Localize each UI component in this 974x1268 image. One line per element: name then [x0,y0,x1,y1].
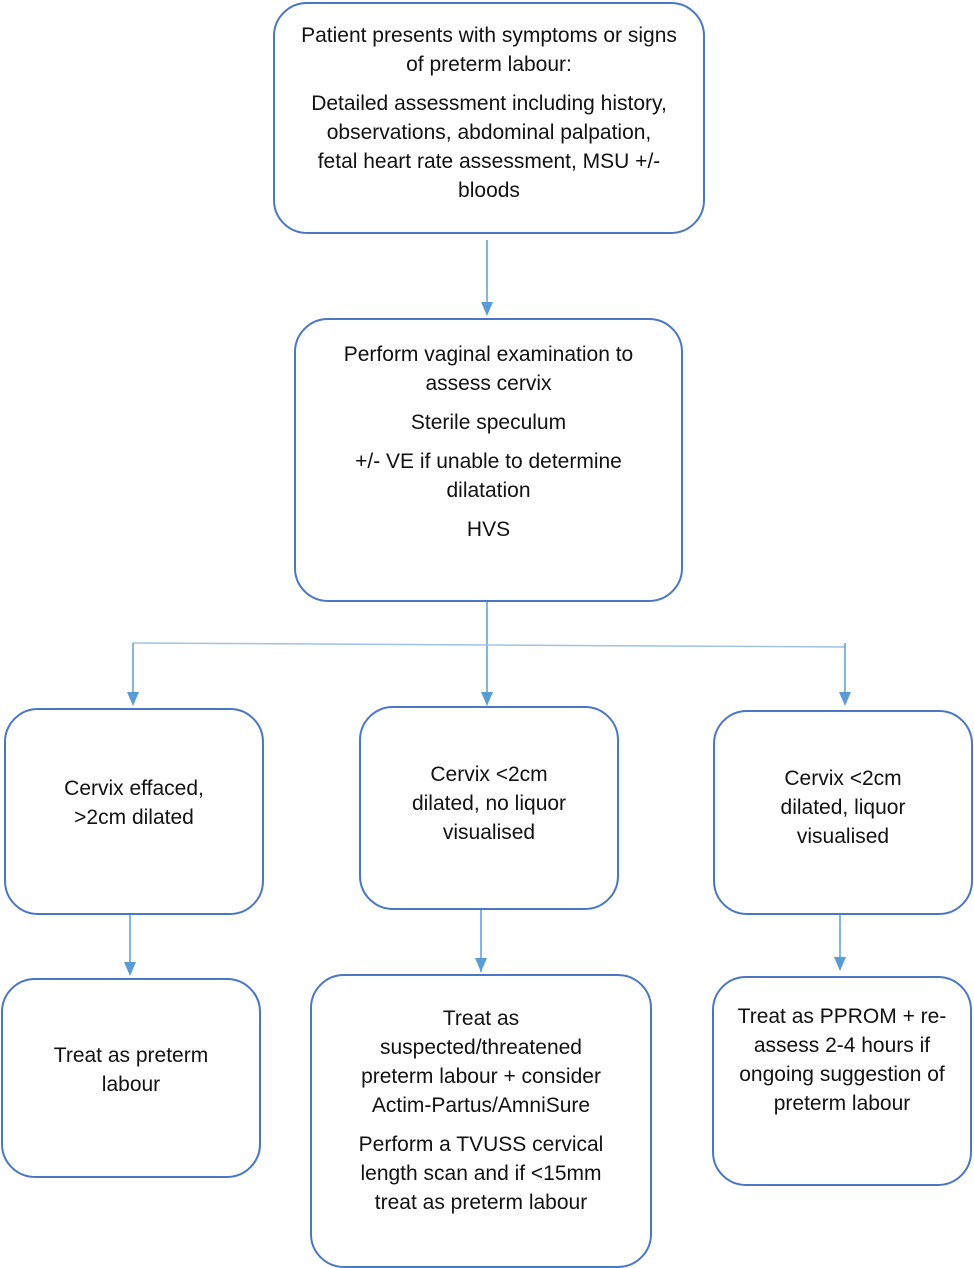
node-exam: Perform vaginal examination to assess ce… [294,318,683,602]
node-left-action-text: Treat as preterm labour [53,1044,209,1096]
node-start-heading: Patient presents with symptoms or signs … [301,24,677,76]
node-start: Patient presents with symptoms or signs … [273,2,705,234]
arrowhead-icon [481,692,493,706]
node-right-condition: Cervix <2cm dilated, liquor visualised [713,710,973,915]
arrowhead-icon [834,957,846,971]
node-start-detail: Detailed assessment including history, o… [311,92,667,202]
node-middle-action-line-1: Treat as suspected/threatened preterm la… [361,1007,601,1117]
node-middle-condition-text: Cervix <2cm dilated, no liquor visualise… [411,763,567,844]
node-left-condition: Cervix effaced, >2cm dilated [4,708,264,915]
node-right-action-text: Treat as PPROM + re-assess 2-4 hours if … [737,1005,947,1115]
arrowhead-icon [124,962,136,976]
node-exam-line-1: Perform vaginal examination to assess ce… [343,343,634,395]
connector-branch-bar [132,642,846,648]
node-middle-action: Treat as suspected/threatened preterm la… [310,974,652,1268]
node-exam-line-4: HVS [466,518,511,541]
node-middle-condition: Cervix <2cm dilated, no liquor visualise… [359,706,619,910]
arrowhead-icon [481,302,493,316]
arrowhead-icon [839,692,851,706]
node-exam-line-3: +/- VE if unable to determine dilatation [355,450,622,502]
node-left-condition-text: Cervix effaced, >2cm dilated [64,777,204,829]
node-middle-action-line-2: Perform a TVUSS cervical length scan and… [358,1133,604,1214]
node-left-action: Treat as preterm labour [1,978,261,1178]
node-exam-line-2: Sterile speculum [410,411,567,434]
arrowhead-icon [127,692,139,706]
arrowhead-icon [475,958,487,972]
node-right-action: Treat as PPROM + re-assess 2-4 hours if … [712,976,972,1186]
node-right-condition-text: Cervix <2cm dilated, liquor visualised [780,767,906,848]
